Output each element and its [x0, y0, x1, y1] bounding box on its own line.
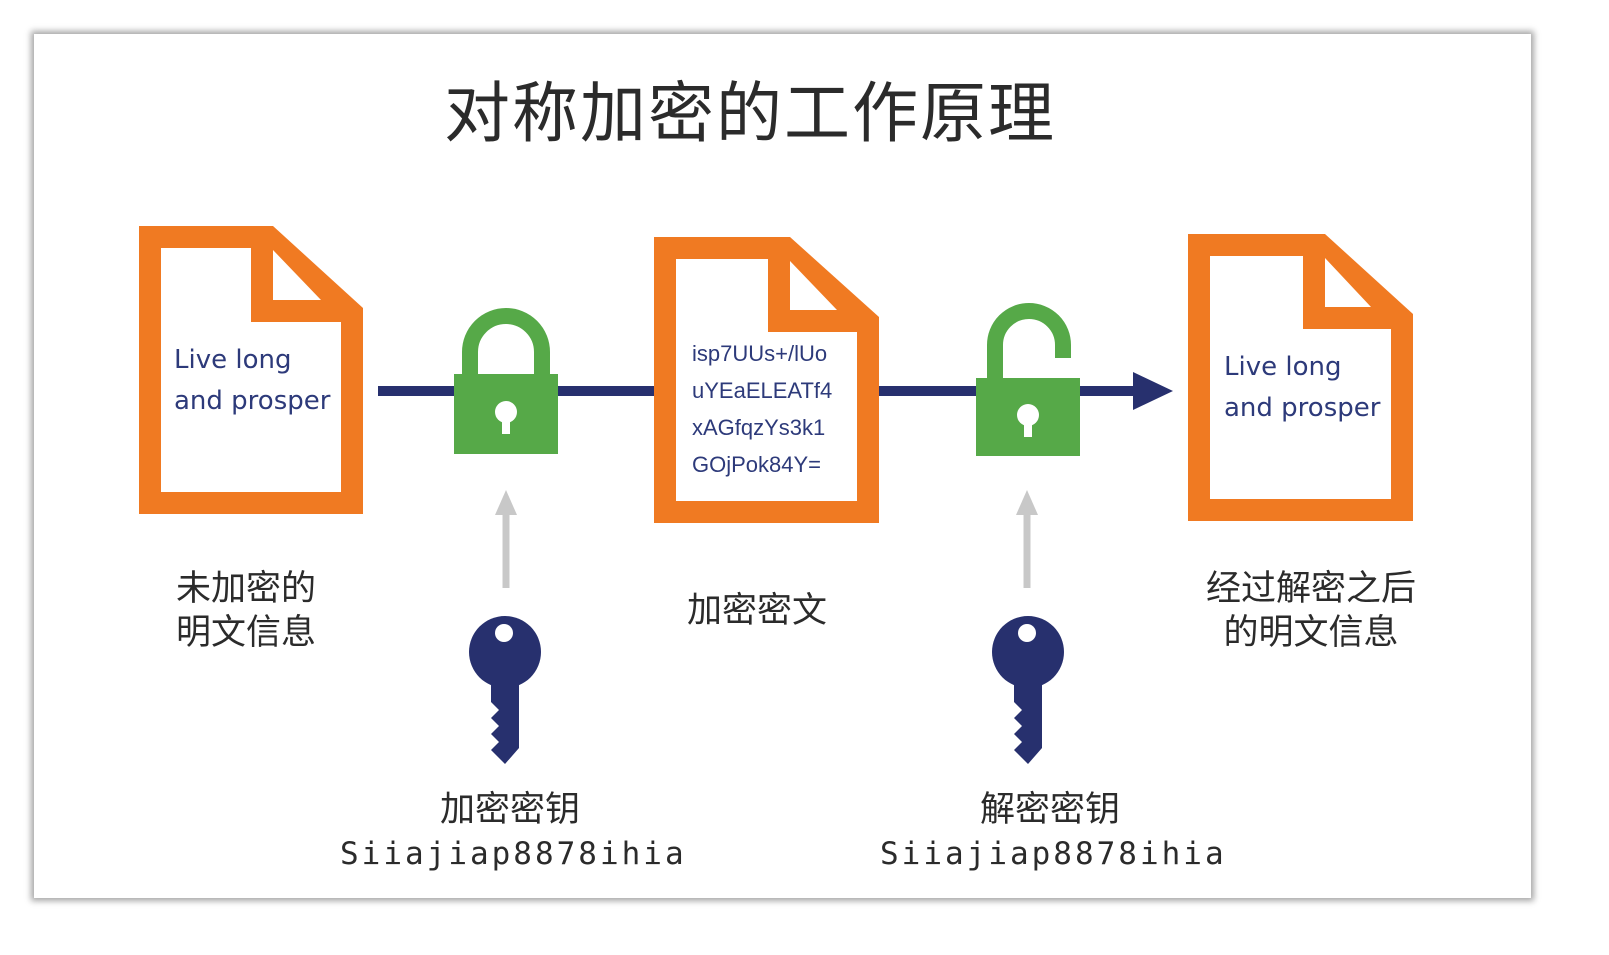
encrypt-key-label: 加密密钥: [439, 790, 580, 830]
ciphertext-label: 加密密文: [686, 591, 827, 631]
decrypt-key-label: 解密密钥: [979, 790, 1120, 830]
decrypted-content: Live long and prosper: [1224, 347, 1380, 429]
plaintext-document-icon: [139, 226, 363, 514]
unlocked-padlock-icon: [976, 303, 1080, 456]
plaintext-line-2: and prosper: [174, 386, 331, 416]
ciphertext-line-2: uYEaELEATf4: [692, 378, 833, 403]
decrypted-document-icon: [1188, 234, 1413, 521]
decrypted-label-line-2: 的明文信息: [1223, 613, 1399, 653]
decrypt-key-code: Siiajiap8878ihia: [880, 836, 1227, 872]
decrypted-label: 经过解密之后 的明文信息: [1186, 567, 1436, 655]
locked-padlock-icon: [454, 308, 558, 454]
ciphertext-line-1: isp7UUs+/lUo: [692, 341, 828, 366]
plaintext-label-line-1: 未加密的: [175, 569, 316, 609]
decrypt-key-icon: [992, 616, 1064, 764]
plaintext-line-1: Live long: [174, 345, 292, 375]
encrypt-key-code: Siiajiap8878ihia: [340, 836, 687, 872]
ciphertext-content: isp7UUs+/lUo uYEaELEATf4 xAGfqzYs3k1 GOj…: [692, 335, 832, 483]
encrypt-key-icon: [469, 616, 541, 764]
decrypted-line-2: and prosper: [1224, 393, 1381, 423]
diagram-title: 对称加密的工作原理: [444, 75, 1056, 152]
plaintext-label: 未加密的 明文信息: [146, 567, 346, 655]
plaintext-label-line-2: 明文信息: [175, 613, 316, 653]
ciphertext-document-icon: [654, 237, 879, 523]
plaintext-content: Live long and prosper: [174, 340, 330, 422]
decrypted-line-1: Live long: [1224, 352, 1342, 382]
decrypted-label-line-1: 经过解密之后: [1205, 569, 1416, 609]
encrypt-up-arrow-icon: [495, 490, 517, 588]
ciphertext-line-4: GOjPok84Y=: [692, 452, 822, 477]
decrypt-up-arrow-icon: [1016, 490, 1038, 588]
ciphertext-line-3: xAGfqzYs3k1: [692, 415, 826, 440]
